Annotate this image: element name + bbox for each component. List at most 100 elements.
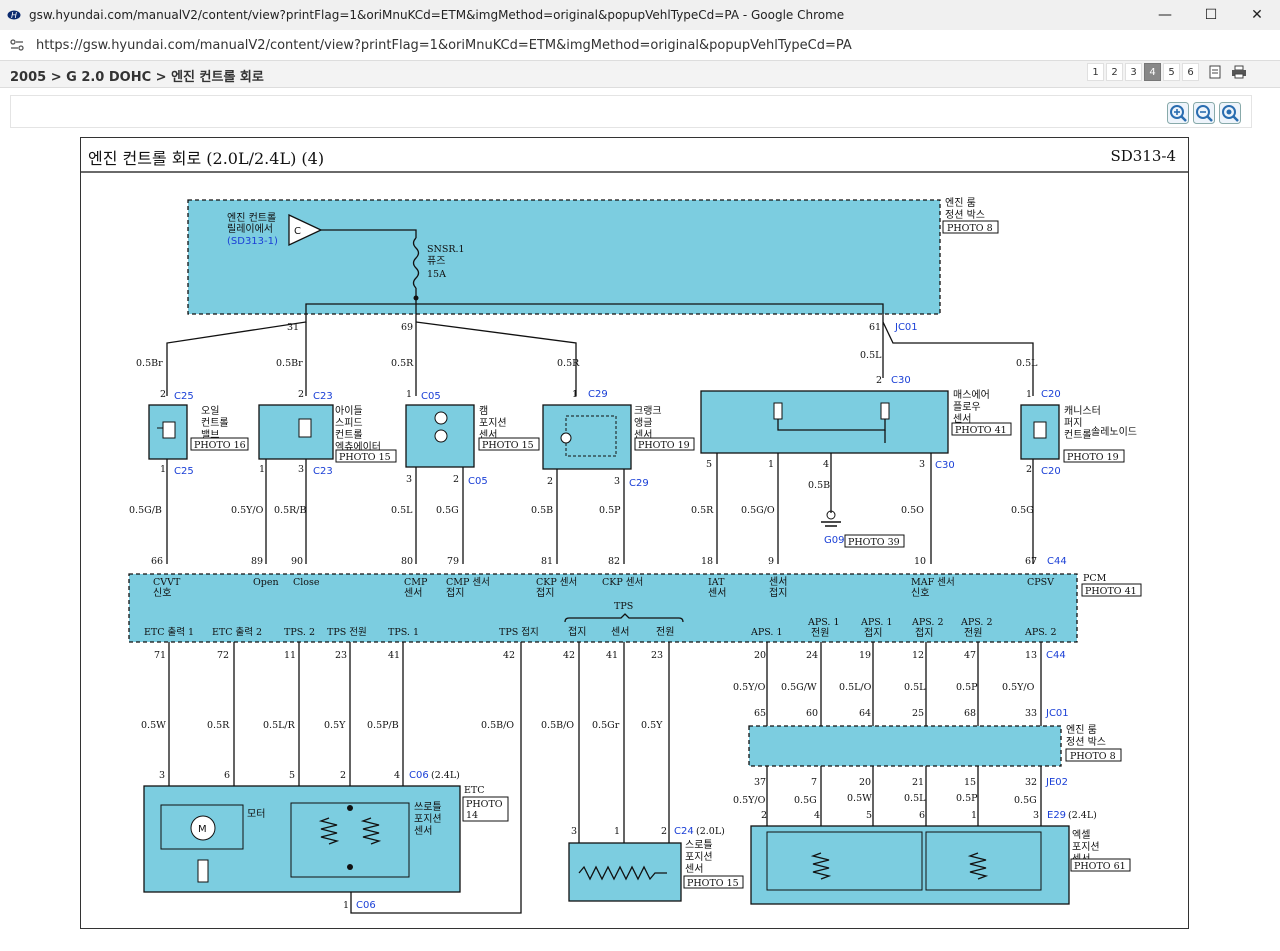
page-4-button[interactable]: 4 <box>1144 63 1161 81</box>
pcm-pin-23: 23 <box>335 650 347 661</box>
print-icon[interactable] <box>1229 63 1249 81</box>
lbl-aps2p-1: APS. 2 <box>960 617 993 628</box>
mass-air-flow-sensor <box>700 390 949 454</box>
cmp-pin-3: 3 <box>406 474 412 485</box>
aps1-resistor-icon <box>810 852 832 880</box>
jb2-label-2: 정션 박스 <box>1066 736 1106 748</box>
ocv-pin-2: 2 <box>160 389 166 400</box>
tps-b-label-1: 스로틀 <box>685 839 713 851</box>
lbl-close: Close <box>293 577 320 588</box>
wire-c-05yo: 0.5Y/O <box>733 795 766 806</box>
idle-speed-actuator <box>258 404 334 460</box>
aps-pin-5: 5 <box>866 810 872 821</box>
wire-a-05yo: 0.5Y/O <box>733 682 766 693</box>
zoom-out-icon[interactable] <box>1193 102 1215 124</box>
pcm-pin-67: 67 <box>1025 556 1037 567</box>
etc-pin-6: 6 <box>224 770 230 781</box>
lbl-iat-2: 센서 <box>708 587 726 599</box>
print-preview-icon[interactable] <box>1205 63 1225 81</box>
photo-14-b: 14 <box>466 810 478 821</box>
wire-05l: 0.5L <box>391 505 413 516</box>
lbl-etc-1: ETC 출력 1 <box>144 626 194 638</box>
page-1-button[interactable]: 1 <box>1087 63 1104 81</box>
photo-41-a: PHOTO 41 <box>955 425 1007 436</box>
ckp-pin-3: 3 <box>614 476 620 487</box>
wire-c-05l: 0.5L <box>904 793 926 804</box>
jb-pin-65: 65 <box>754 708 766 719</box>
lbl-cvvt-1: CVVT <box>153 577 181 588</box>
page-6-button[interactable]: 6 <box>1182 63 1199 81</box>
lbl-ckp-2: 접지 <box>536 587 554 599</box>
wire-b-05gr: 0.5Gr <box>592 720 620 731</box>
svg-text:H: H <box>11 11 17 20</box>
c25-top: C25 <box>174 391 194 402</box>
aps-pin-4: 4 <box>814 810 820 821</box>
pcm-pin-10: 10 <box>914 556 926 567</box>
zoom-in-icon[interactable] <box>1167 102 1189 124</box>
close-button[interactable]: ✕ <box>1251 7 1263 23</box>
window-title: gsw.hyundai.com/manualV2/content/view?pr… <box>29 8 845 22</box>
lbl-aps1g-1: APS. 1 <box>860 617 893 628</box>
je02-label: JE02 <box>1045 777 1068 788</box>
c44-top: C44 <box>1047 556 1067 567</box>
jc01-label-b: JC01 <box>1045 708 1069 719</box>
isa-pin-2: 2 <box>298 389 304 400</box>
page-3-button[interactable]: 3 <box>1125 63 1142 81</box>
c29-bottom: C29 <box>629 478 649 489</box>
wire-05g-cpsv: 0.5G <box>1011 505 1034 516</box>
pcm-pin-72: 72 <box>217 650 229 661</box>
page-5-button[interactable]: 5 <box>1163 63 1180 81</box>
aps-pin-2: 2 <box>761 810 767 821</box>
address-bar[interactable]: https://gsw.hyundai.com/manualV2/content… <box>0 30 1280 61</box>
lbl-sensor-ground-1: 센서 <box>769 576 787 588</box>
throttle-position-sensor-c24 <box>568 842 682 902</box>
wire-c-05w: 0.5W <box>847 793 872 804</box>
pin-69: 69 <box>401 322 413 333</box>
maximize-button[interactable]: ☐ <box>1204 7 1218 23</box>
wire-b-05y2: 0.5Y <box>641 720 663 731</box>
wire-05p: 0.5P <box>599 505 621 516</box>
crank-angle-sensor <box>542 404 632 470</box>
url-text[interactable]: https://gsw.hyundai.com/manualV2/content… <box>36 37 852 53</box>
cmp-pin-2: 2 <box>453 474 459 485</box>
pcm-pin-23b: 23 <box>651 650 663 661</box>
pcm-label: PCM <box>1083 573 1107 584</box>
aps-pin-1: 1 <box>971 810 977 821</box>
wiring-diagram: 엔진 컨트롤 회로 (2.0L/2.4L) (4) SD313-4 엔진 룸 정… <box>80 137 1189 929</box>
page-2-button[interactable]: 2 <box>1106 63 1123 81</box>
e29-label: E29 <box>1047 810 1066 821</box>
cpsv-label-3: 컨트롤 <box>1064 429 1092 441</box>
pcm-pin-81: 81 <box>541 556 553 567</box>
pcm-pin-79: 79 <box>447 556 459 567</box>
photo-39: PHOTO 39 <box>848 537 900 548</box>
cpsv-pin-1: 1 <box>1026 389 1032 400</box>
junction-box-top <box>187 199 941 315</box>
c20-bottom: C20 <box>1041 466 1061 477</box>
tps-a-label-1: 쓰로틀 <box>414 801 442 813</box>
site-settings-icon[interactable] <box>10 38 24 52</box>
window-titlebar: H gsw.hyundai.com/manualV2/content/view?… <box>0 0 1280 31</box>
cmp-label-2: 포지션 <box>479 417 507 429</box>
maf-pin-4: 4 <box>823 459 829 470</box>
jb-pin-25: 25 <box>912 708 924 719</box>
c06-pin-1: 1 <box>343 900 349 911</box>
lbl-tps-gnd: 접지 <box>568 626 586 638</box>
wire-b-05bo: 0.5B/O <box>481 720 514 731</box>
minimize-button[interactable]: — <box>1158 7 1172 23</box>
pcm-pin-20: 20 <box>754 650 766 661</box>
canister-purge-solenoid <box>1020 404 1060 460</box>
etc-pin-4: 4 <box>394 770 400 781</box>
pcm-pin-12: 12 <box>912 650 924 661</box>
jc01-label: JC01 <box>894 322 918 333</box>
zoom-fit-icon[interactable] <box>1219 102 1241 124</box>
ckp-label-1: 크랭크 <box>634 405 662 417</box>
pcm-pin-90: 90 <box>291 556 303 567</box>
lbl-cmp-2: 센서 <box>404 587 422 599</box>
photo-41-b: PHOTO 41 <box>1085 586 1137 597</box>
c24-label: C24 <box>674 826 694 837</box>
pcm-pin-42a: 42 <box>503 650 515 661</box>
photo-8-label: PHOTO 8 <box>947 223 993 234</box>
wire-05o: 0.5O <box>901 505 924 516</box>
ocv-label-1: 오일 <box>201 405 219 417</box>
pcm-pin-13: 13 <box>1025 650 1037 661</box>
